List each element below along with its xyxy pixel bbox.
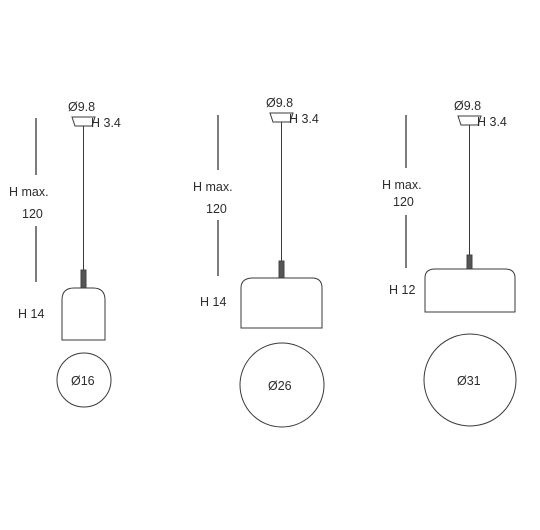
shade-top-view xyxy=(56,352,112,408)
canopy-diameter-label: Ø9.8 xyxy=(454,99,481,113)
max-height-value: 120 xyxy=(22,207,43,221)
canopy-height-label: H 3.4 xyxy=(289,112,319,126)
shade-top-view xyxy=(239,342,325,428)
max-height-label: H max. xyxy=(193,180,233,194)
max-height-value: 120 xyxy=(206,202,227,216)
canopy-height-label: H 3.4 xyxy=(477,115,507,129)
shade-height-label: H 12 xyxy=(389,283,415,297)
canopy xyxy=(457,115,482,126)
canopy-height-label: H 3.4 xyxy=(91,116,121,130)
canopy-diameter-label: Ø9.8 xyxy=(266,96,293,110)
lamp-holder xyxy=(466,254,473,270)
canopy-diameter-label: Ø9.8 xyxy=(68,100,95,114)
shade-side-view xyxy=(240,277,323,329)
max-height-label: H max. xyxy=(382,178,422,192)
lamp-holder xyxy=(80,269,87,289)
lamp-large: Ø9.8 H 3.4 H max. 120 H 12 Ø31 xyxy=(382,99,517,427)
lamp-medium: Ø9.8 H 3.4 H max. 120 H 14 Ø26 xyxy=(193,96,325,428)
shade-diameter-label: Ø31 xyxy=(457,374,481,388)
shade-diameter-label: Ø26 xyxy=(268,379,292,393)
canopy xyxy=(71,116,96,127)
shade-height-label: H 14 xyxy=(18,307,44,321)
shade-diameter-label: Ø16 xyxy=(71,374,95,388)
canopy xyxy=(269,112,294,123)
lamp-small: Ø9.8 H 3.4 H max. 120 H 14 Ø16 xyxy=(9,100,121,408)
shade-side-view xyxy=(61,287,106,341)
max-height-label: H max. xyxy=(9,185,49,199)
shade-height-label: H 14 xyxy=(200,295,226,309)
max-height-value: 120 xyxy=(393,195,414,209)
shade-side-view xyxy=(424,268,516,313)
lamp-holder xyxy=(278,260,285,279)
shade-top-view xyxy=(423,333,517,427)
